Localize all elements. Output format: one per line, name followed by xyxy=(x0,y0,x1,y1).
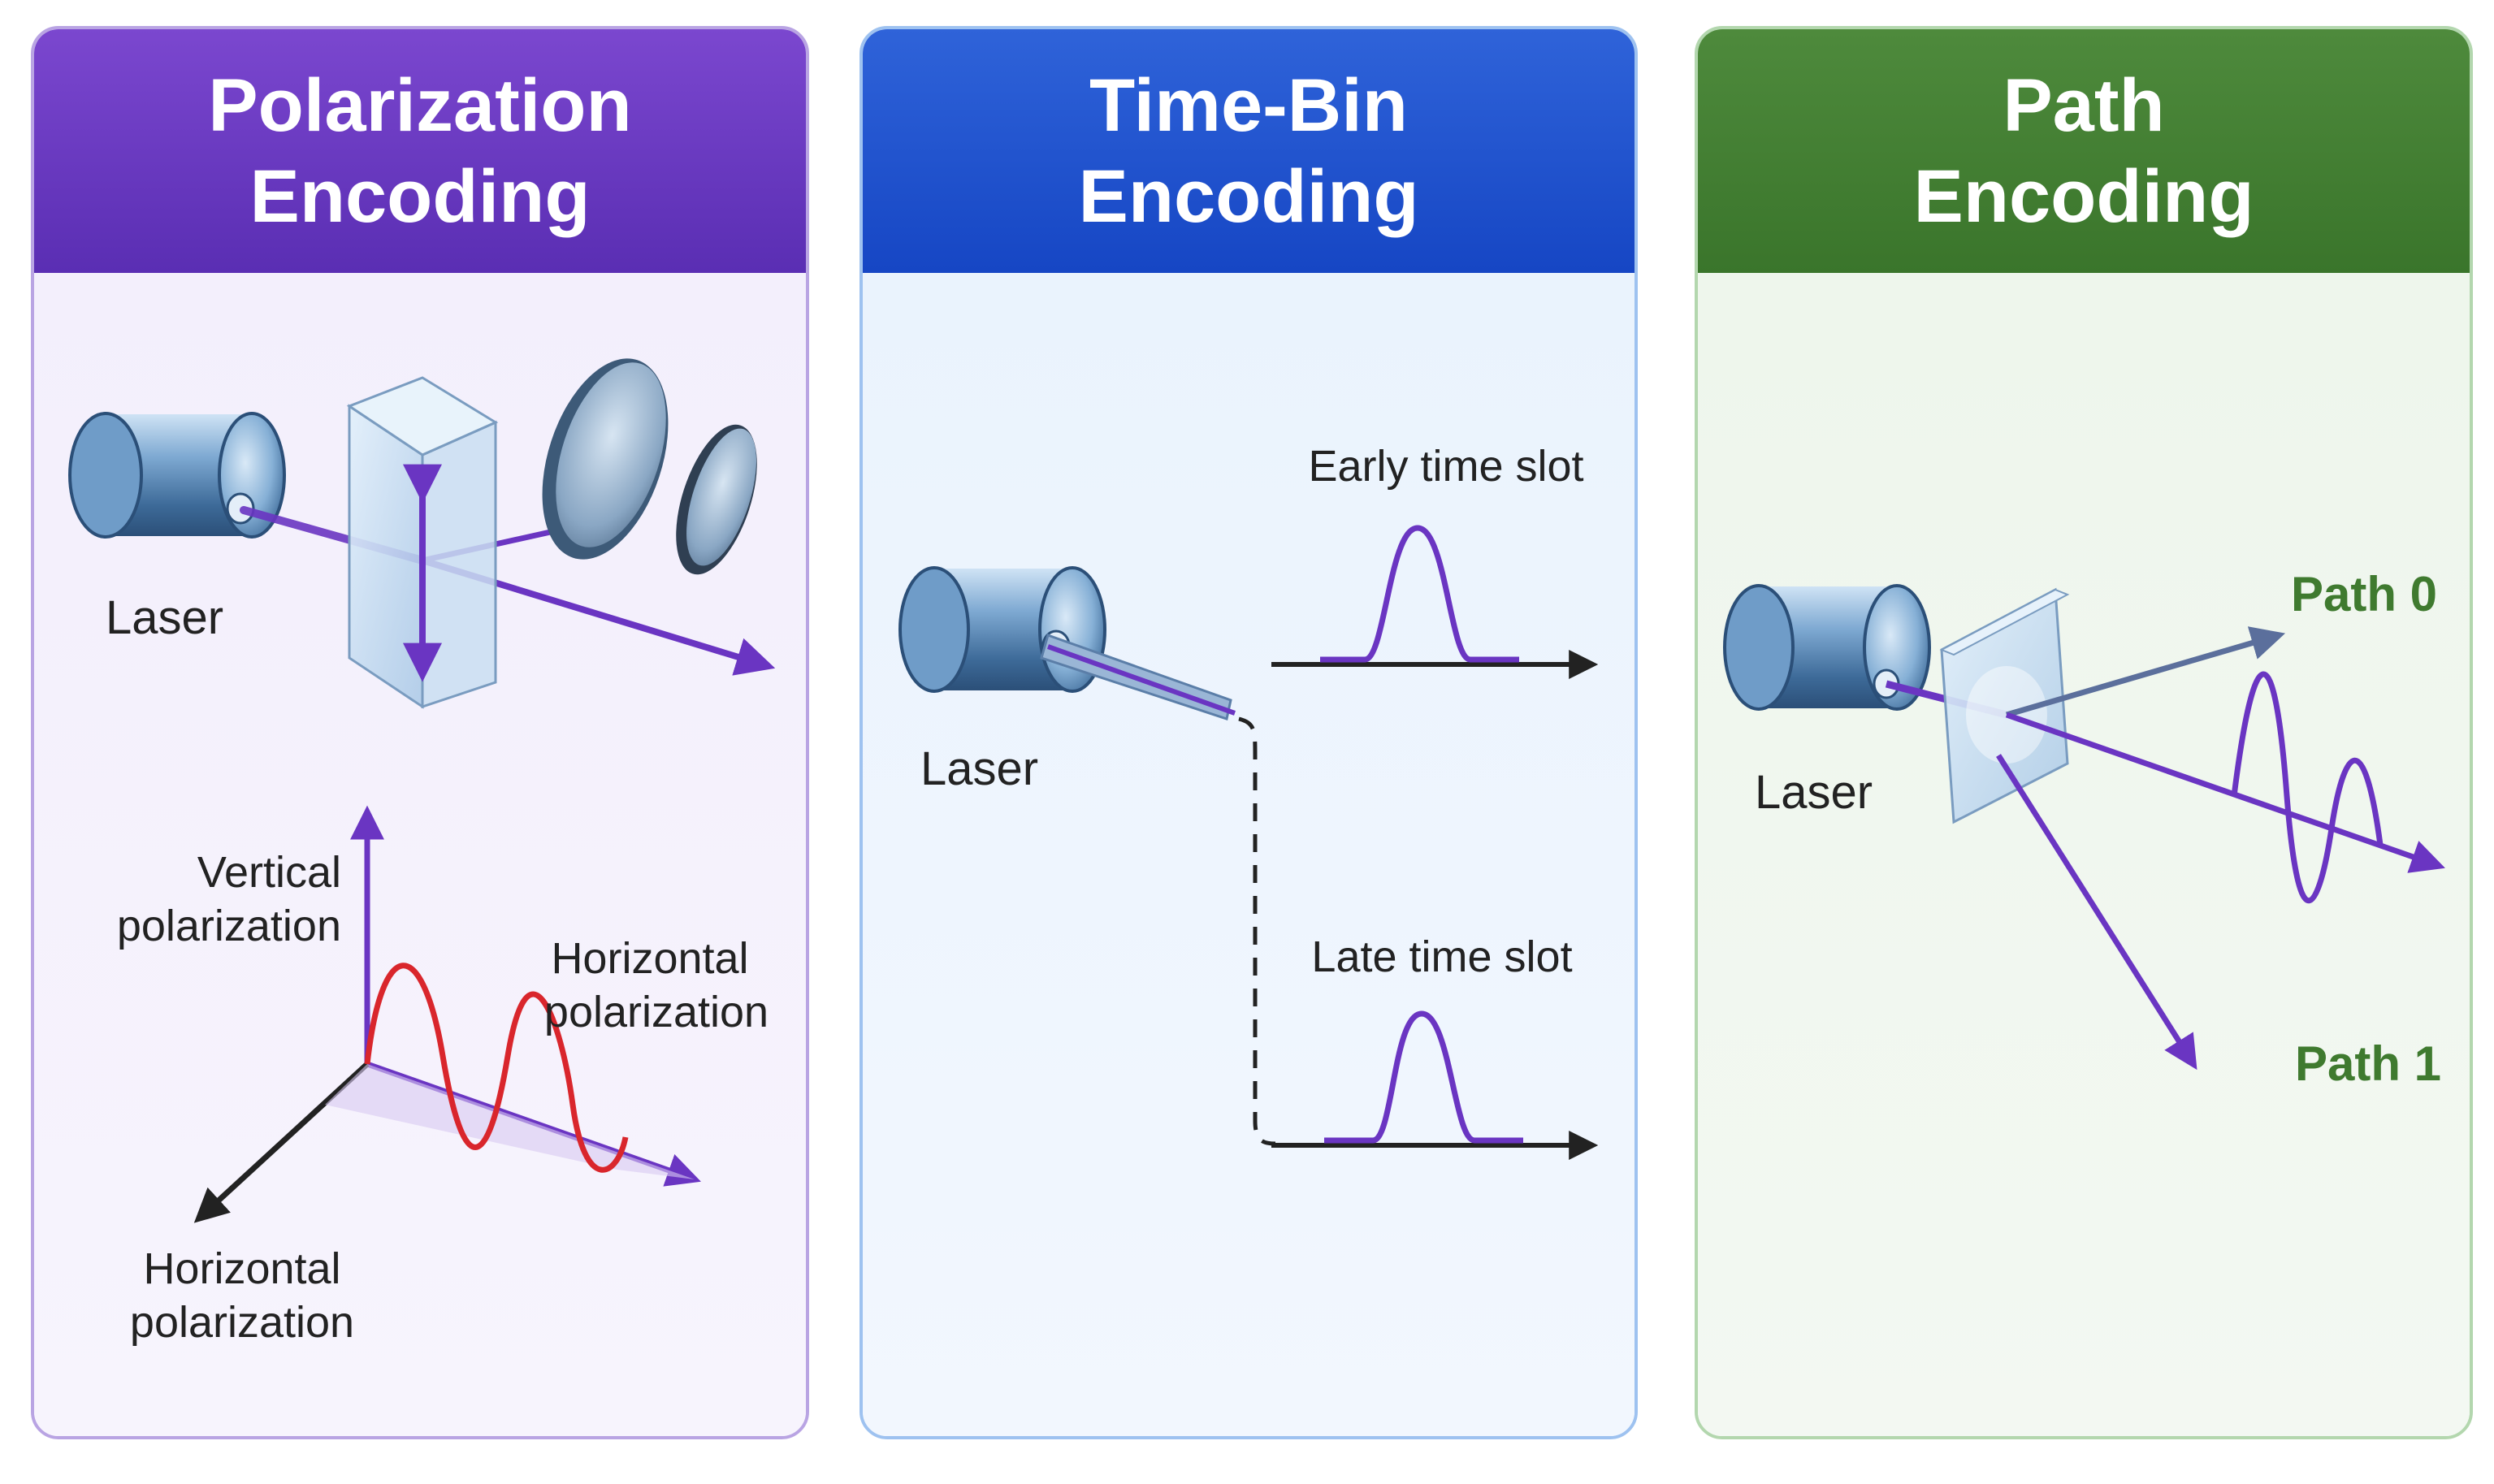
time-bin-diagram: Laser Early time slot Late time slot xyxy=(898,442,1599,1160)
time-bin-encoding-panel: Time-Bin Encoding xyxy=(859,26,1638,1439)
time-bin-title-line2: Encoding xyxy=(1078,155,1419,238)
time-bin-beam xyxy=(1046,644,1236,716)
horizontal-polarization-bottom-label-2: polarization xyxy=(130,1298,354,1347)
horizontal-polarization-right-label-2: polarization xyxy=(544,988,769,1036)
time-bin-laser-label: Laser xyxy=(920,742,1038,795)
polarization-plane-shadow xyxy=(325,1064,695,1179)
horizontal-polarization-bottom-label-1: Horizontal xyxy=(143,1244,340,1293)
polarization-panel-header: Polarization Encoding xyxy=(34,29,806,273)
vertical-polarization-label-1: Vertical xyxy=(197,848,341,897)
path0-label: Path 0 xyxy=(2291,567,2437,621)
path-panel-body xyxy=(1698,273,2470,1436)
time-bin-panel-body xyxy=(863,273,1635,1436)
time-bin-title-line1: Time-Bin xyxy=(1089,64,1408,147)
path1-label: Path 1 xyxy=(2295,1036,2441,1091)
path-panel-header: Path Encoding xyxy=(1698,29,2470,273)
polarization-title-line1: Polarization xyxy=(208,64,632,147)
polarization-laser-label: Laser xyxy=(106,591,223,644)
laser-icon xyxy=(898,566,1106,693)
delay-dashed-line xyxy=(1238,716,1276,1146)
path-title-line2: Encoding xyxy=(1913,155,2254,238)
path-straight-arrow xyxy=(2005,712,2445,873)
polarization-title-line2: Encoding xyxy=(249,155,591,238)
late-pulse xyxy=(1324,1010,1523,1144)
late-time-slot-label: Late time slot xyxy=(1311,932,1572,981)
beam-splitter-icon xyxy=(1939,587,2070,824)
early-time-slot-label: Early time slot xyxy=(1308,442,1583,491)
polarization-diagram: Laser Vertical polarization Horizontal p… xyxy=(68,358,776,1347)
depth-axis-arrow xyxy=(193,1062,370,1223)
horizontal-polarization-wave xyxy=(364,963,629,1173)
path-laser-label: Laser xyxy=(1755,766,1873,819)
time-bin-panel-header: Time-Bin Encoding xyxy=(863,29,1635,273)
early-pulse xyxy=(1320,525,1519,663)
lens-small-icon xyxy=(676,424,757,575)
horizontal-polarization-right-label-1: Horizontal xyxy=(551,934,748,983)
laser-icon xyxy=(68,412,286,539)
path-diagram: Laser Path 0 Path 1 xyxy=(1723,567,2445,1091)
path0-arrow xyxy=(2006,626,2286,718)
laser-icon xyxy=(1723,584,1931,711)
vertical-polarization-label-2: polarization xyxy=(117,902,341,950)
path-encoding-panel: Path Encoding xyxy=(1695,26,2473,1439)
lens-icon xyxy=(542,358,669,560)
path1-arrow xyxy=(1996,754,2197,1071)
path-wave xyxy=(2231,671,2384,904)
path-title-line1: Path xyxy=(2003,64,2165,147)
